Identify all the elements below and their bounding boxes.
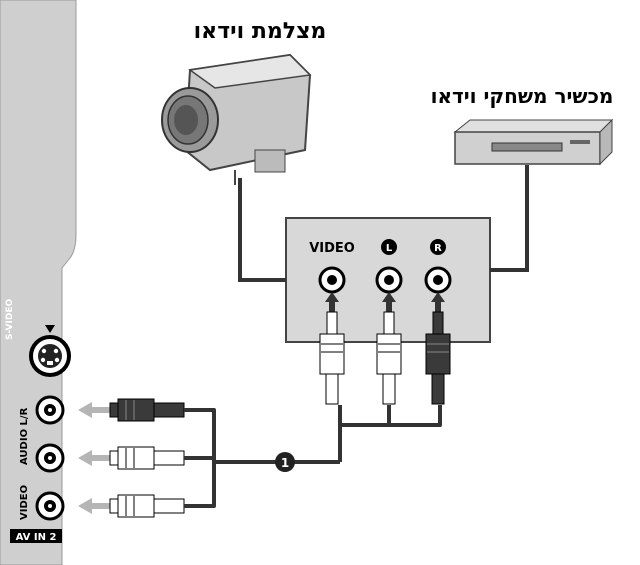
rca-plug-icon: [109, 398, 185, 422]
camcorder-cable: [238, 178, 286, 282]
panel-right-badge: [430, 239, 446, 255]
panel-video-label: VIDEO: [309, 241, 355, 256]
vcr-title: מכשיר משחקי וידאו: [431, 84, 614, 108]
panel-left-badge: [381, 239, 397, 255]
callout-label: 1: [281, 456, 289, 470]
rca-jack-icon: [35, 491, 65, 521]
camcorder-title: מצלמת וידאו: [194, 19, 327, 44]
rca-plug-icon: [109, 446, 185, 470]
rca-plug-icon: [425, 311, 451, 405]
rca-jack-icon: [35, 443, 65, 473]
rca-plug-icon: [319, 311, 345, 405]
rca-jack-icon: [424, 266, 452, 294]
rca-jack-icon: [318, 266, 346, 294]
arrow-icon: [78, 402, 110, 418]
rca-jack-icon: [35, 395, 65, 425]
panel-right-label: R: [434, 243, 442, 254]
camcorder-icon: [161, 53, 312, 185]
tv-side-panel: [0, 0, 77, 565]
rca-plug-icon: [376, 311, 402, 405]
svideo-port-icon: [29, 325, 71, 377]
tv-video-side-label: VIDEO: [19, 485, 30, 520]
tv-audio-label: AUDIO L/R: [19, 407, 30, 465]
rca-plug-icon: [109, 494, 185, 518]
tv-svideo-vertical-label: S-VIDEO: [5, 299, 15, 340]
av-cable: [184, 405, 442, 508]
arrow-icon: [78, 450, 110, 466]
arrow-icon: [431, 292, 445, 315]
av-in-label: AV IN 2: [16, 532, 57, 543]
av-in-badge: [10, 529, 62, 543]
arrow-icon: [78, 498, 110, 514]
rca-jack-icon: [375, 266, 403, 294]
arrow-icon: [325, 292, 339, 315]
panel-left-label: L: [386, 243, 393, 254]
vcr-icon: [453, 118, 614, 166]
vcr-cable: [490, 165, 529, 272]
callout-marker: [275, 452, 295, 472]
arrow-icon: [382, 292, 396, 315]
